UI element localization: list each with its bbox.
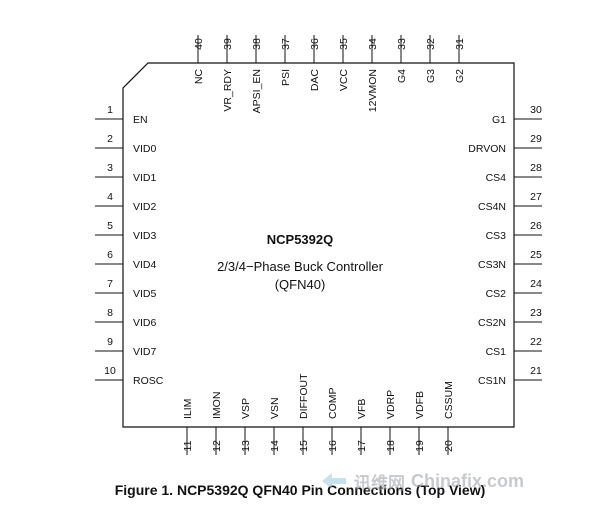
pin-12-number: 12 bbox=[211, 440, 223, 452]
pin-29-label: DRVON bbox=[468, 143, 506, 155]
pin-36-number: 36 bbox=[309, 38, 321, 50]
pin-37-label: PSI bbox=[280, 69, 292, 86]
pin-10-number: 10 bbox=[104, 365, 116, 377]
pin-18-label: VDRP bbox=[385, 390, 397, 419]
pin-3-number: 3 bbox=[107, 162, 113, 174]
pin-30-number: 30 bbox=[530, 104, 542, 116]
watermark-logo-icon bbox=[322, 473, 346, 489]
pin-7-label: VID5 bbox=[133, 288, 157, 300]
pin-1-number: 1 bbox=[107, 104, 113, 116]
pin-28-number: 28 bbox=[530, 162, 542, 174]
pin-9-number: 9 bbox=[107, 336, 113, 348]
pin-19-label: VDFB bbox=[414, 391, 426, 419]
watermark-en-text: Chinafix.com bbox=[411, 470, 525, 491]
pin-37-number: 37 bbox=[280, 38, 292, 50]
pin-8-number: 8 bbox=[107, 307, 113, 319]
chip-subtitle: 2/3/4−Phase Buck Controller (QFN40) bbox=[180, 258, 420, 294]
pin-20-label: CSSUM bbox=[443, 381, 455, 419]
pin-16-label: COMP bbox=[327, 388, 339, 420]
pin-8-label: VID6 bbox=[133, 317, 157, 329]
pin-2-number: 2 bbox=[107, 133, 113, 145]
pin-25-number: 25 bbox=[530, 249, 542, 261]
pin-33-number: 33 bbox=[396, 38, 408, 50]
pin-1-label: EN bbox=[133, 114, 148, 126]
pin-21-number: 21 bbox=[530, 365, 542, 377]
pin-28-label: CS4 bbox=[486, 172, 507, 184]
pin-2-label: VID0 bbox=[133, 143, 157, 155]
pin-9-label: VID7 bbox=[133, 346, 157, 358]
pin-15-label: DIFFOUT bbox=[298, 373, 310, 419]
pin-5-label: VID3 bbox=[133, 230, 157, 242]
chip-subtitle-line2: (QFN40) bbox=[274, 277, 326, 292]
pin-30-label: G1 bbox=[492, 114, 506, 126]
pin-17-label: VFB bbox=[356, 399, 368, 419]
pin-31-number: 31 bbox=[454, 38, 466, 50]
pin-4-label: VID2 bbox=[133, 201, 157, 213]
pin-39-label: VR_RDY bbox=[222, 69, 234, 112]
pin-34-number: 34 bbox=[367, 38, 379, 50]
pin-3-label: VID1 bbox=[133, 172, 157, 184]
watermark: 讯维网 Chinafix.com bbox=[320, 466, 600, 496]
figure-caption: Figure 1. NCP5392Q QFN40 Pin Connections… bbox=[114, 482, 486, 498]
pin-40-number: 40 bbox=[193, 38, 205, 50]
pin-40-label: NC bbox=[193, 69, 205, 85]
pin-6-label: VID4 bbox=[133, 259, 157, 271]
pin-39-number: 39 bbox=[222, 38, 234, 50]
pin-24-label: CS2 bbox=[486, 288, 507, 300]
pin-23-label: CS2N bbox=[478, 317, 506, 329]
pin-14-label: VSN bbox=[269, 397, 281, 419]
chip-body bbox=[122, 62, 515, 428]
pin-5-number: 5 bbox=[107, 220, 113, 232]
pin-26-number: 26 bbox=[530, 220, 542, 232]
pin-13-number: 13 bbox=[240, 440, 252, 452]
pin-38-label: APSI_EN bbox=[251, 69, 263, 113]
pin-29-number: 29 bbox=[530, 133, 542, 145]
pin-6-number: 6 bbox=[107, 249, 113, 261]
pin-27-number: 27 bbox=[530, 191, 542, 203]
pin-34-label: 12VMON bbox=[367, 69, 379, 112]
chip-subtitle-line1: 2/3/4−Phase Buck Controller bbox=[217, 259, 383, 274]
pin-17-number: 17 bbox=[356, 440, 368, 452]
pin-21-label: CS1N bbox=[478, 375, 506, 387]
pin-16-number: 16 bbox=[327, 440, 339, 452]
pin-11-label: ILIM bbox=[182, 399, 194, 419]
pin-4-number: 4 bbox=[107, 191, 113, 203]
pin-22-label: CS1 bbox=[486, 346, 507, 358]
pin-25-label: CS3N bbox=[478, 259, 506, 271]
pin-19-number: 19 bbox=[414, 440, 426, 452]
pin-27-label: CS4N bbox=[478, 201, 506, 213]
pin-35-number: 35 bbox=[338, 38, 350, 50]
pin-13-label: VSP bbox=[240, 398, 252, 419]
pin-7-number: 7 bbox=[107, 278, 113, 290]
pin-23-number: 23 bbox=[530, 307, 542, 319]
watermark-cn-text: 讯维网 bbox=[354, 473, 405, 494]
pin-20-number: 20 bbox=[443, 440, 455, 452]
pin-11-number: 11 bbox=[182, 440, 194, 451]
pin-36-label: DAC bbox=[309, 69, 321, 92]
pin-31-label: G2 bbox=[454, 69, 466, 83]
pin-15-number: 15 bbox=[298, 440, 310, 452]
chip-pinout-diagram: 1EN2VID03VID14VID25VID36VID47VID58VID69V… bbox=[95, 35, 542, 455]
pin-layer: 1EN2VID03VID14VID25VID36VID47VID58VID69V… bbox=[95, 35, 542, 455]
pin-26-label: CS3 bbox=[486, 230, 507, 242]
pin-33-label: G4 bbox=[396, 69, 408, 83]
pin-12-label: IMON bbox=[211, 392, 223, 419]
pin-35-label: VCC bbox=[338, 69, 350, 92]
pin-22-number: 22 bbox=[530, 336, 542, 348]
pin-10-label: ROSC bbox=[133, 375, 164, 387]
pin-38-number: 38 bbox=[251, 38, 263, 50]
pin-32-label: G3 bbox=[425, 69, 437, 83]
pin-18-number: 18 bbox=[385, 440, 397, 452]
pin-14-number: 14 bbox=[269, 440, 281, 452]
pin-32-number: 32 bbox=[425, 38, 437, 50]
chip-title: NCP5392Q bbox=[266, 232, 334, 247]
pin-24-number: 24 bbox=[530, 278, 542, 290]
